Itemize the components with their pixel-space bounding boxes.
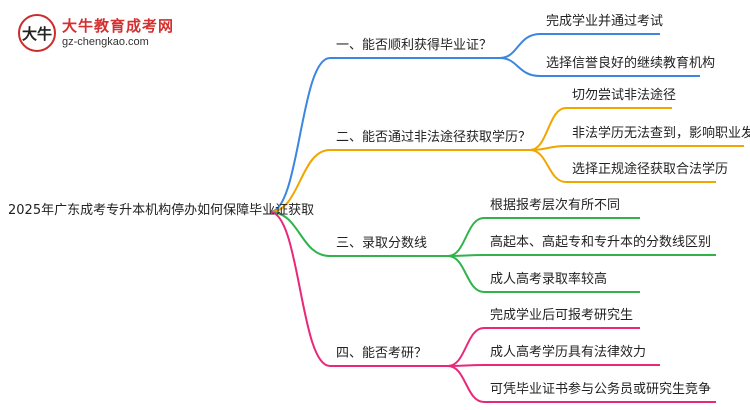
branch-topic-4: 四、能否考研？ xyxy=(336,346,428,361)
leaf-topic-4-1: 完成学业后可报考研究生 xyxy=(490,308,634,323)
connector-root-branch-3 xyxy=(269,211,331,257)
branch-topic-3: 三、录取分数线 xyxy=(336,236,428,251)
leaf-topic-3-2: 高起本、高起专和专升本的分数线区别 xyxy=(490,235,712,250)
leaf-topic-2-1: 切勿尝试非法途径 xyxy=(572,88,677,103)
logo-badge: 大牛 xyxy=(18,14,56,52)
logo-site-url: gz-chengkao.com xyxy=(62,36,149,48)
connector-branch-2-leaf-1 xyxy=(529,107,567,151)
leaf-topic-2-2: 非法学历无法查到，影响职业发展 xyxy=(572,126,750,141)
leaf-topic-1-2: 选择信誉良好的继续教育机构 xyxy=(546,56,716,71)
leaf-topic-2-3: 选择正规途径获取合法学历 xyxy=(572,162,729,177)
connector-branch-4-leaf-2 xyxy=(447,364,485,367)
leaf-topic-4-2: 成人高考学历具有法律效力 xyxy=(490,345,647,360)
leaf-topic-3-3: 成人高考录取率较高 xyxy=(490,272,608,287)
connector-branch-4-leaf-3 xyxy=(447,365,485,403)
connector-root-branch-2 xyxy=(269,149,331,213)
connector-branch-3-leaf-3 xyxy=(447,255,485,293)
leaf-topic-3-1: 根据报考层次有所不同 xyxy=(490,198,621,213)
leaf-topic-1-1: 完成学业并通过考试 xyxy=(546,14,664,29)
connector-branch-4-leaf-1 xyxy=(447,327,485,367)
branch-topic-1: 一、能否顺利获得毕业证？ xyxy=(336,38,493,53)
connector-branch-1-leaf-2 xyxy=(499,57,541,77)
connector-root-branch-1 xyxy=(269,57,331,213)
logo-badge-text: 大牛 xyxy=(21,24,52,43)
logo-site-name: 大牛教育成考网 xyxy=(62,17,175,35)
connector-branch-3-leaf-1 xyxy=(447,217,485,257)
leaf-topic-4-3: 可凭毕业证书参与公务员或研究生竞争 xyxy=(490,382,712,397)
root-topic: 2025年广东成考专升本机构停办如何保障毕业证获取 xyxy=(8,203,315,218)
site-logo: 大牛 大牛教育成考网 gz-chengkao.com xyxy=(18,14,173,54)
connector-branch-3-leaf-2 xyxy=(447,254,485,257)
connector-branch-1-leaf-1 xyxy=(499,33,541,59)
connector-branch-2-leaf-3 xyxy=(529,149,567,183)
connector-root-branch-4 xyxy=(269,211,331,367)
branch-topic-2: 二、能否通过非法途径获取学历？ xyxy=(336,130,532,145)
